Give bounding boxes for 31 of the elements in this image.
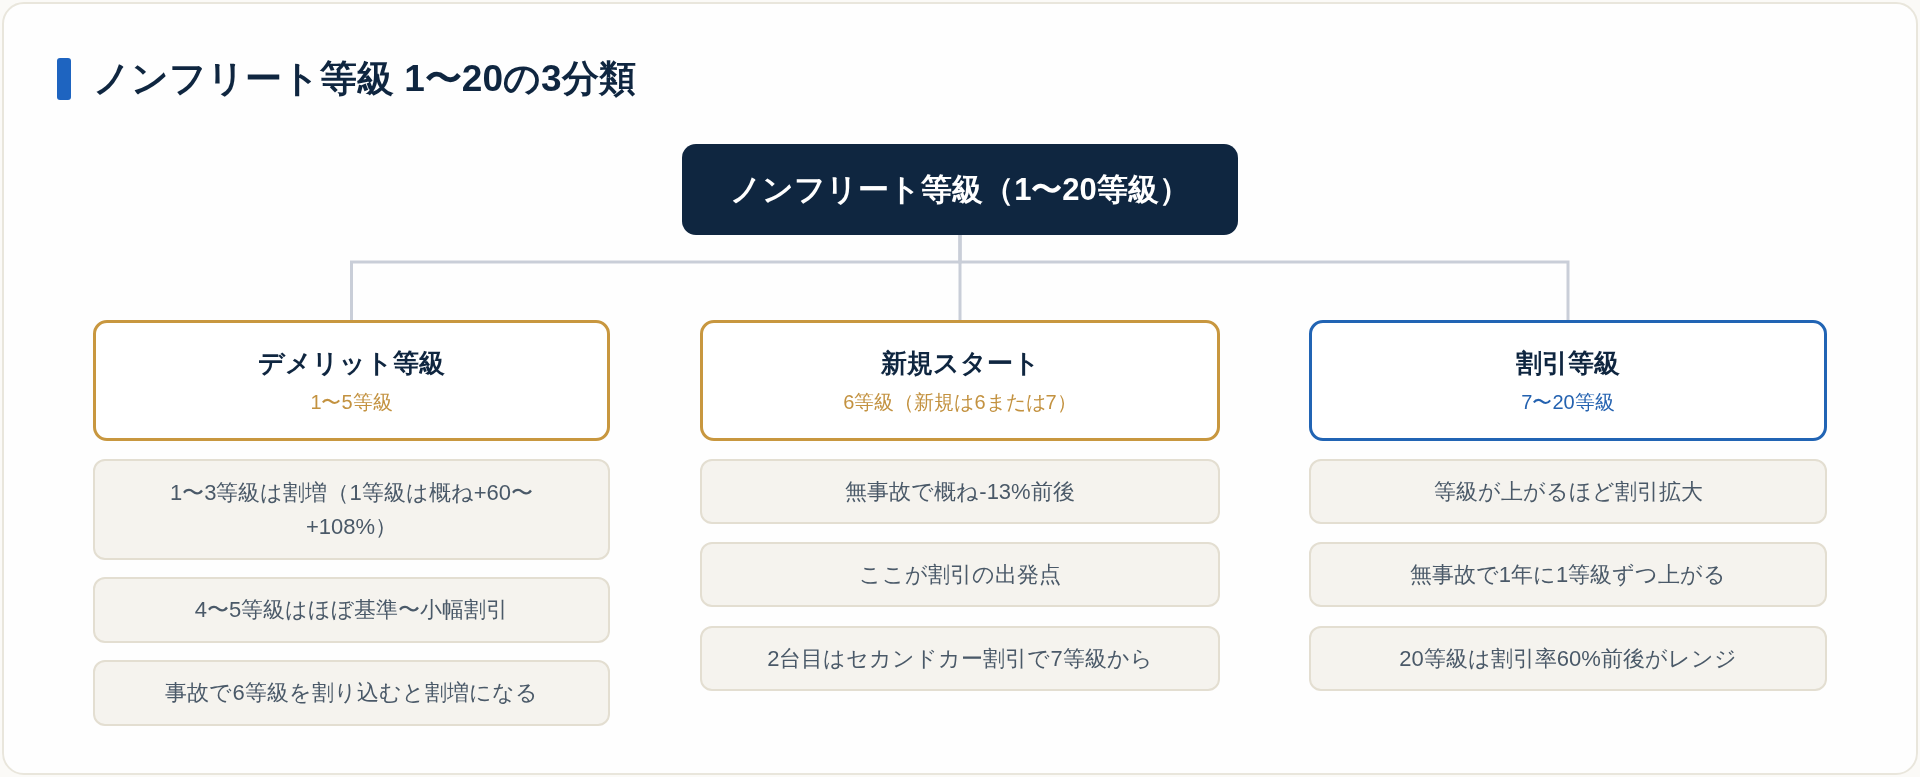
note-card — [700, 626, 1220, 691]
category-heading: 新規スタート — [880, 346, 1040, 380]
category-box — [93, 320, 610, 441]
note-text: 2台目はセカンドカー割引で7等級から — [767, 644, 1153, 673]
grade-range: 7〜20等級 — [1521, 389, 1615, 415]
grade-range: 1〜5等級 — [310, 389, 393, 415]
grade-range: 6等級（新規は6または7） — [843, 389, 1077, 415]
note-text: 事故で6等級を割り込むと割増になる — [165, 679, 538, 707]
note-text: 等級が上がるほど割引拡大 — [1433, 477, 1703, 506]
note-card — [93, 577, 610, 643]
category-heading: 割引等級 — [1516, 346, 1620, 380]
root-label: ノンフリート等級（1〜20等級） — [730, 170, 1190, 209]
note-card — [700, 542, 1220, 607]
connector-line — [958, 235, 1570, 320]
category-box — [1309, 320, 1827, 441]
root-box — [682, 144, 1238, 235]
note-text: 無事故で概ね-13%前後 — [845, 477, 1075, 506]
note-card — [93, 459, 610, 560]
category-heading: デメリット等級 — [258, 346, 445, 380]
note-text: 4〜5等級はほぼ基準〜小幅割引 — [194, 596, 509, 624]
category-box — [700, 320, 1220, 441]
note-text: ここが割引の出発点 — [859, 560, 1061, 589]
note-text: 1〜3等級は割増（1等級は概ね+60〜+108%） — [169, 478, 534, 541]
note-text: 無事故で1年に1等級ずつ上がる — [1409, 560, 1727, 589]
note-card — [93, 660, 610, 726]
note-card — [1309, 459, 1827, 524]
note-card — [1309, 542, 1827, 607]
note-card — [700, 459, 1220, 524]
note-text: 20等級は割引率60%前後がレンジ — [1399, 644, 1737, 673]
note-card — [1309, 626, 1827, 691]
diagram-title: ノンフリート等級 1〜20の3分類 — [93, 57, 636, 101]
